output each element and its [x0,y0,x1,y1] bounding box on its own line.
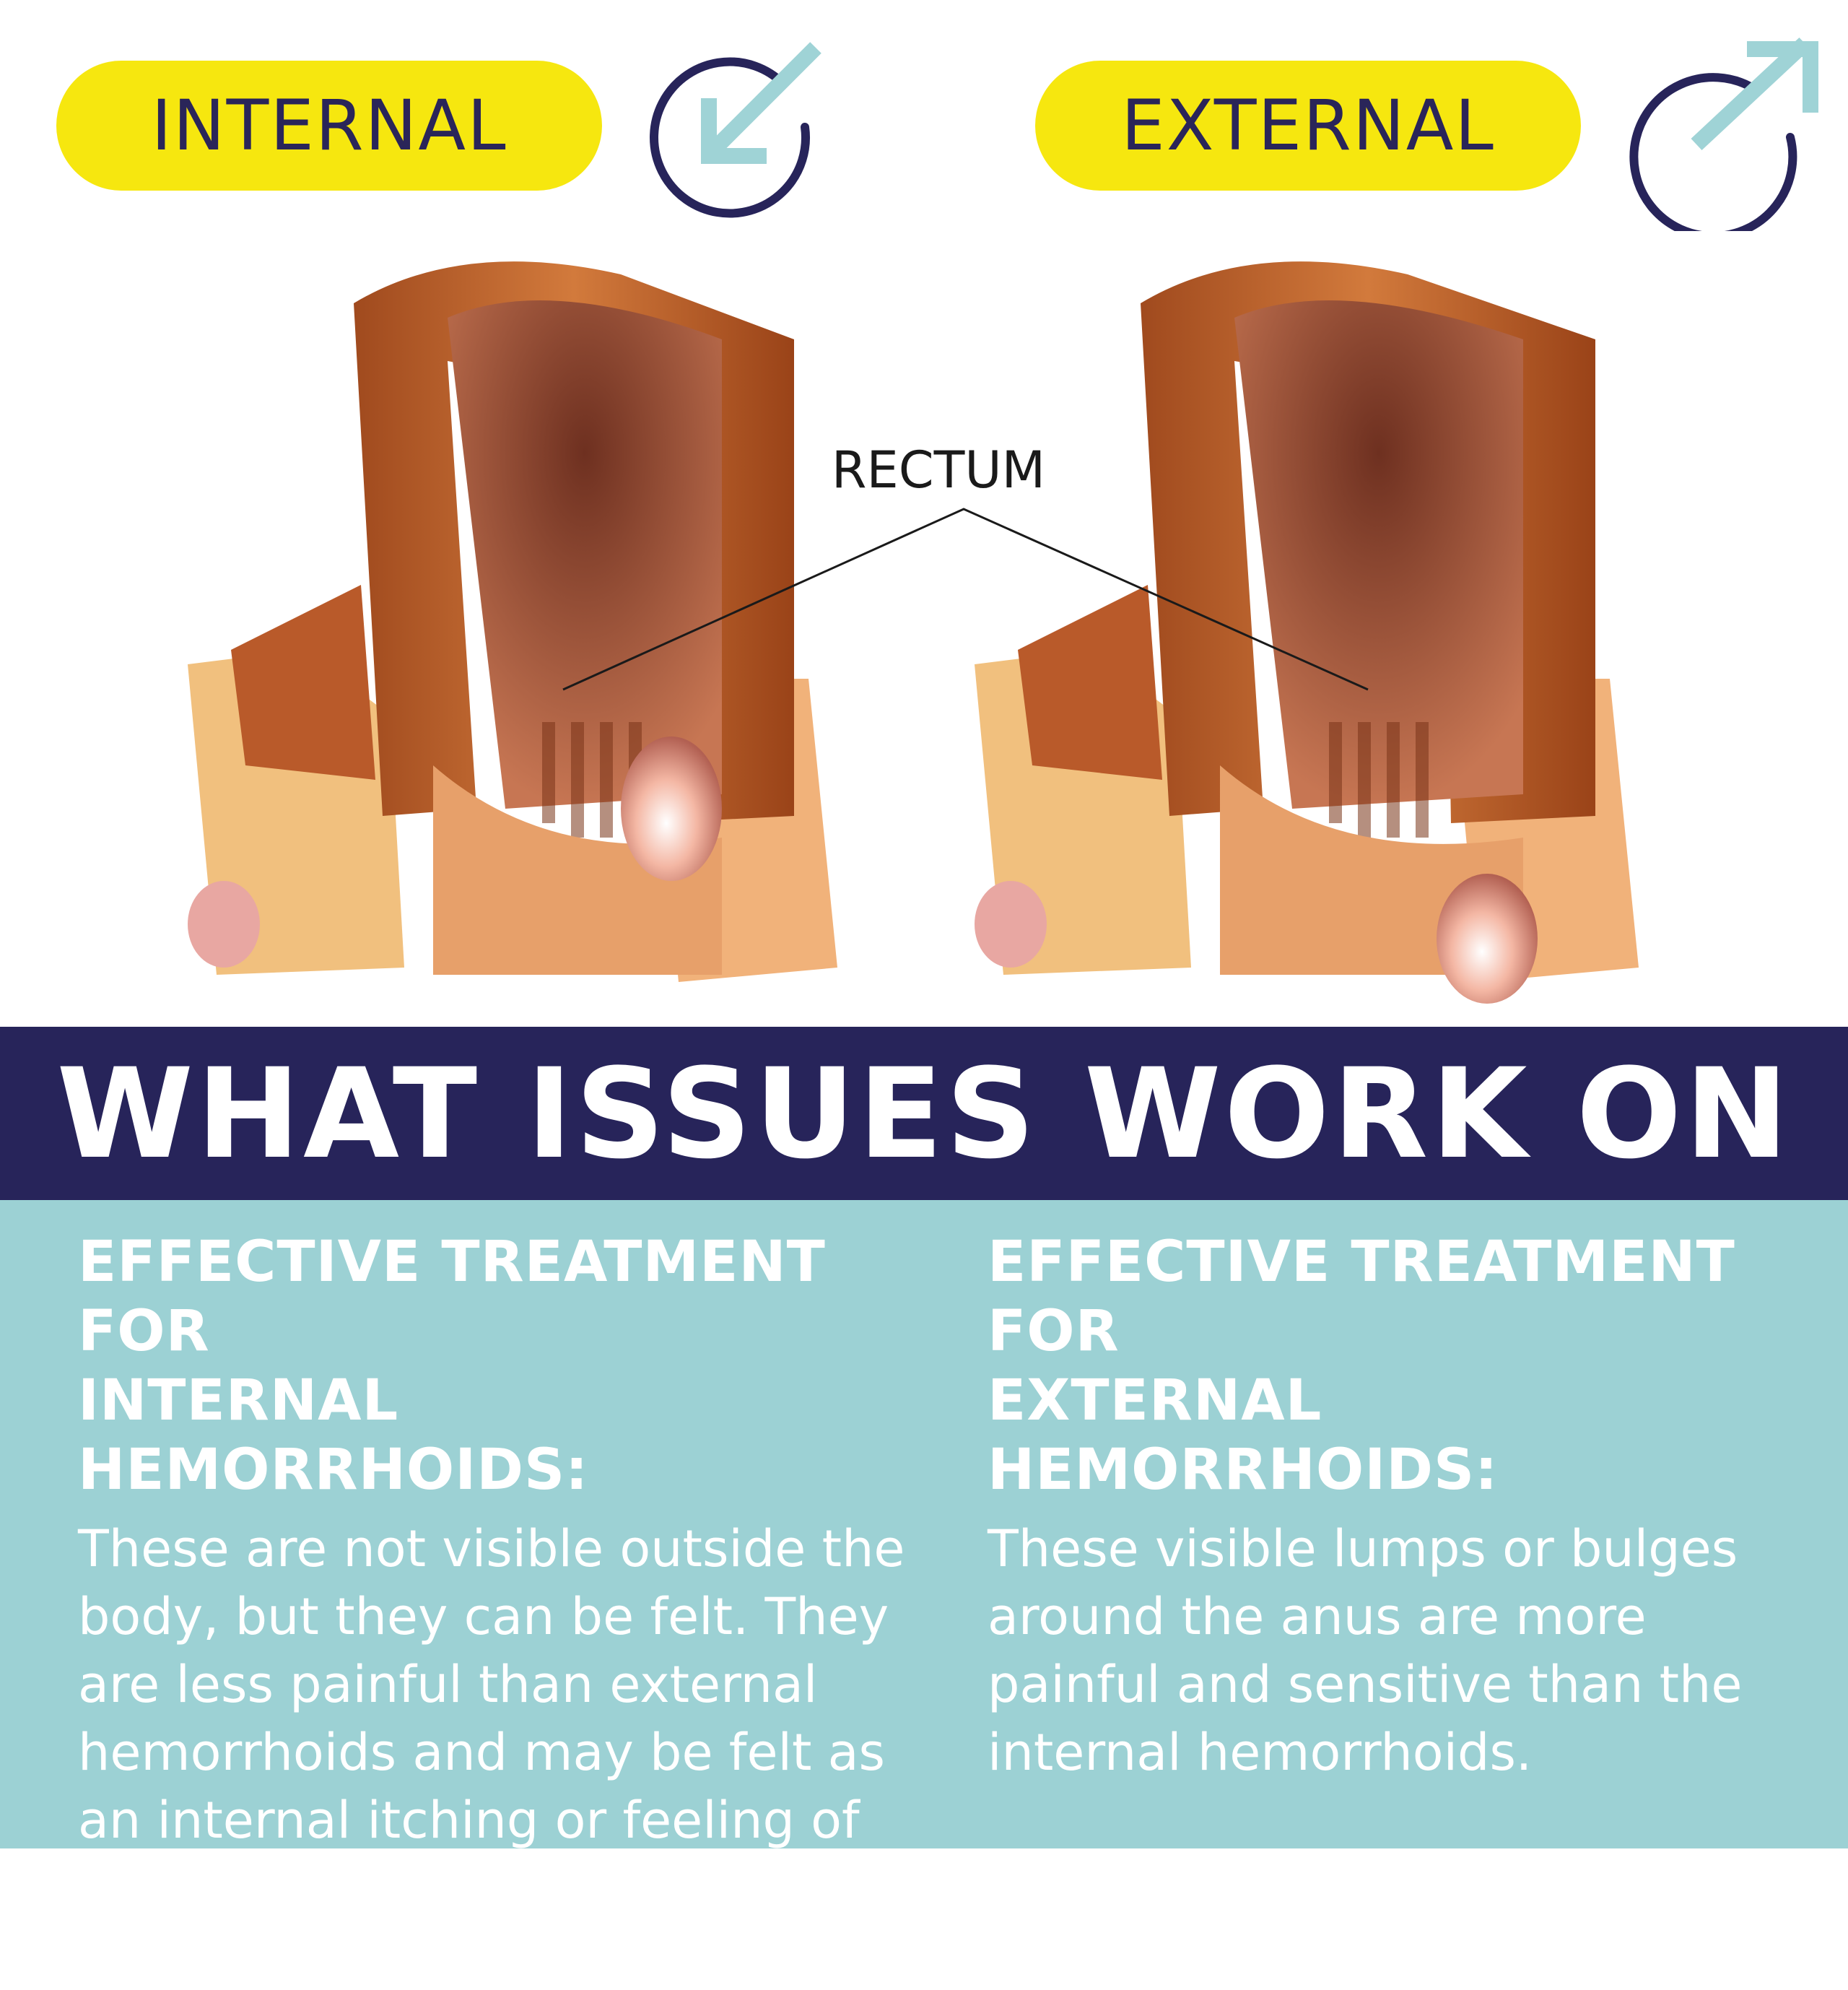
external-info-column: EFFECTIVE TREATMENT FOR EXTERNAL HEMORRH… [988,1228,1832,1786]
external-description: These visible lumps or bulges around the… [988,1519,1743,1782]
internal-info-column: EFFECTIVE TREATMENT FOR INTERNAL HEMORRH… [78,1228,923,1990]
internal-label: INTERNAL [56,61,602,191]
internal-description: These are not visible outside the body, … [78,1519,905,1986]
external-hemorrhoid-illustration [975,261,1639,1004]
internal-hemorrhoid-illustration [188,261,837,982]
banner-title: WHAT ISSUES WORK ON [56,1040,1792,1186]
internal-heading-line2: INTERNAL HEMORRHOIDS: [78,1368,589,1503]
arrow-inward-circle-icon [650,42,821,218]
info-panel: EFFECTIVE TREATMENT FOR INTERNAL HEMORRH… [0,1200,1848,1986]
external-heading-line2: EXTERNAL HEMORRHOIDS: [988,1368,1499,1503]
external-label: EXTERNAL [1035,61,1581,191]
external-heading-line1: EFFECTIVE TREATMENT FOR [988,1230,1735,1364]
title-banner: WHAT ISSUES WORK ON [0,1027,1848,1200]
rectum-label: RECTUM [831,440,1046,500]
internal-heading: EFFECTIVE TREATMENT FOR INTERNAL HEMORRH… [78,1228,923,1505]
internal-heading-line1: EFFECTIVE TREATMENT FOR [78,1230,826,1364]
arrow-outward-circle-icon [1629,37,1818,231]
internal-label-text: INTERNAL [151,85,507,166]
external-heading: EFFECTIVE TREATMENT FOR EXTERNAL HEMORRH… [988,1228,1832,1505]
external-label-text: EXTERNAL [1121,85,1495,166]
